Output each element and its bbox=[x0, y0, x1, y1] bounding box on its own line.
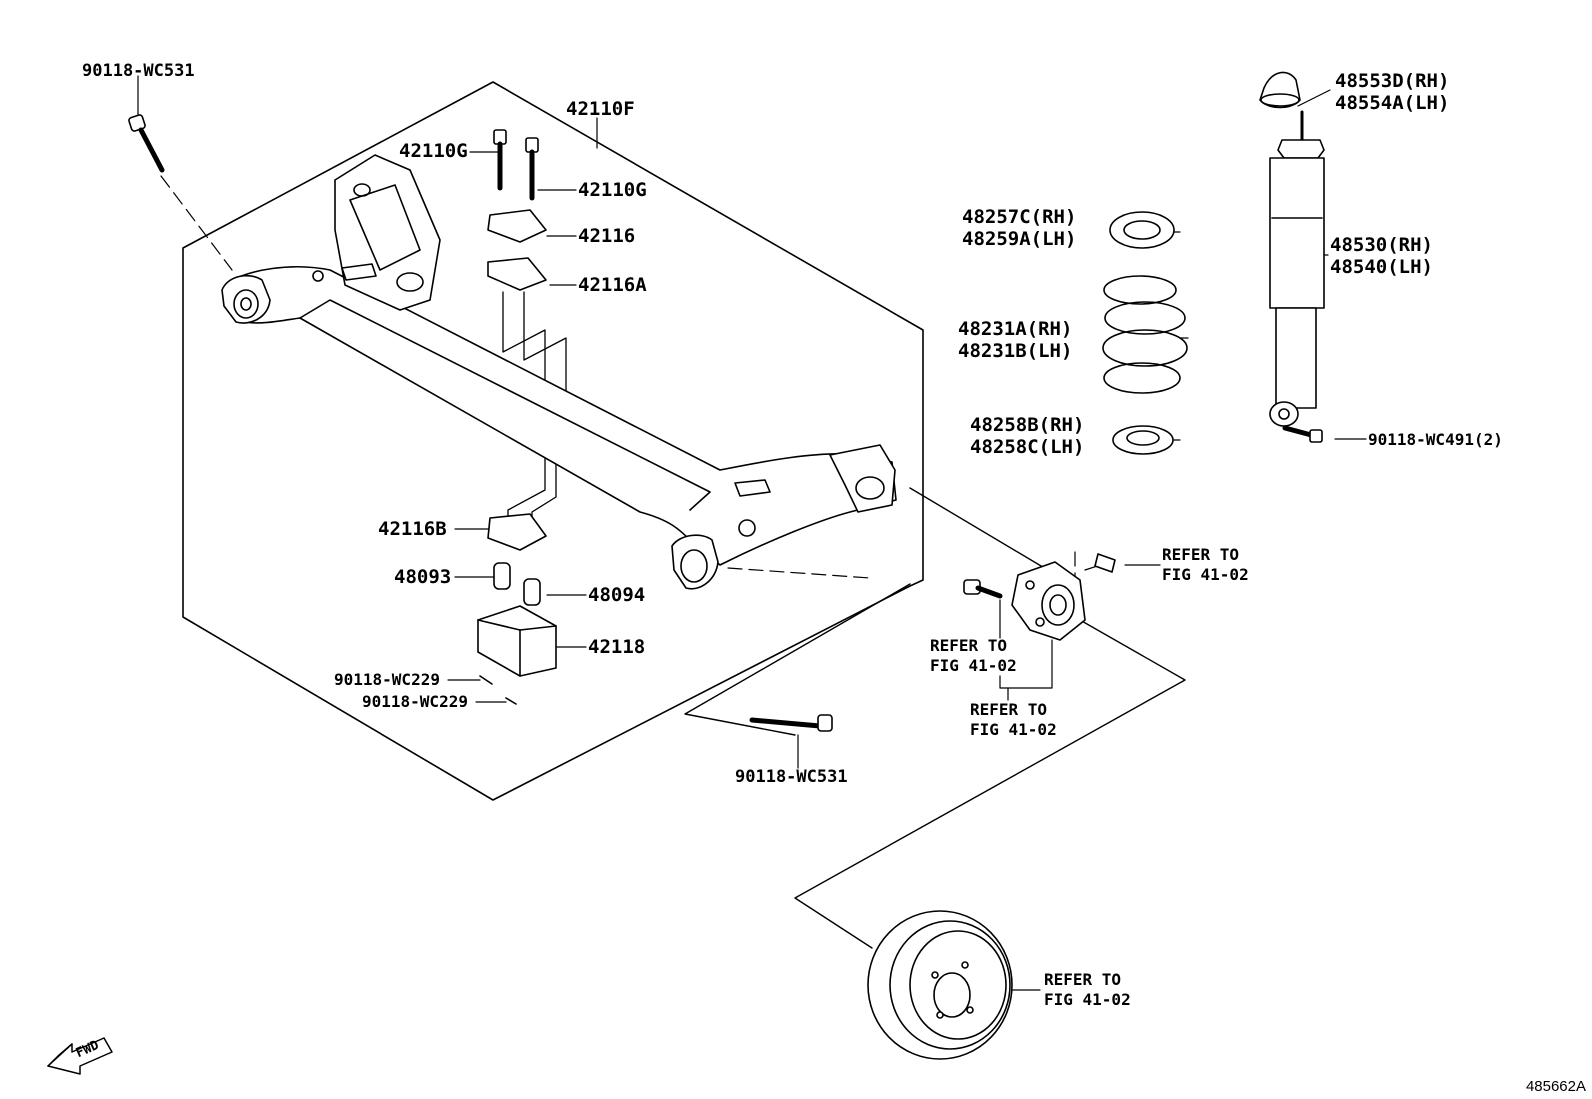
brake-drum bbox=[867, 910, 1013, 1060]
fwd-arrow-icon bbox=[47, 1037, 113, 1075]
figure-id: 485662A bbox=[1525, 1078, 1586, 1095]
label-spring: 48231A(RH) 48231B(LH) bbox=[958, 318, 1072, 362]
label-bump-stop: 48553D(RH) 48554A(LH) bbox=[1335, 70, 1449, 114]
label-plate-42116b: 42116B bbox=[378, 518, 447, 540]
label-shock: 48530(RH) 48540(LH) bbox=[1330, 234, 1433, 278]
label-screw-2: 90118-WC229 bbox=[362, 692, 468, 711]
label-plate-42116a: 42116A bbox=[578, 274, 647, 296]
label-shock-rh: 48530(RH) bbox=[1330, 234, 1433, 256]
label-bump-stop-lh: 48554A(LH) bbox=[1335, 92, 1450, 114]
bump-stop bbox=[1259, 71, 1301, 109]
label-beam: 42110F bbox=[566, 98, 635, 120]
label-upper-seat: 48257C(RH) 48259A(LH) bbox=[962, 206, 1076, 250]
shock-absorber bbox=[1269, 110, 1325, 427]
ref-hub-bolt: REFER TO FIG 41-02 bbox=[1162, 545, 1249, 584]
lower-spring-seat bbox=[1112, 425, 1174, 455]
hub-carrier bbox=[1011, 561, 1086, 641]
fasteners bbox=[128, 114, 1323, 732]
explode-frames bbox=[684, 487, 1186, 949]
assembly-frame bbox=[182, 81, 924, 801]
label-shock-lh: 48540(LH) bbox=[1330, 256, 1433, 278]
label-spring-lh: 48231B(LH) bbox=[958, 340, 1073, 362]
label-bolt-top-left: 90118-WC531 bbox=[82, 61, 195, 81]
ref-hub-left: REFER TO FIG 41-02 bbox=[930, 636, 1017, 675]
upper-spring-seat bbox=[1109, 211, 1175, 249]
label-plate-42116: 42116 bbox=[578, 225, 636, 247]
label-block-42118: 42118 bbox=[588, 636, 646, 658]
label-collar-48093: 48093 bbox=[394, 566, 452, 588]
label-spring-rh: 48231A(RH) bbox=[958, 318, 1073, 340]
label-bolt-g1: 42110G bbox=[399, 140, 468, 162]
label-bump-stop-rh: 48553D(RH) bbox=[1335, 70, 1450, 92]
label-bolt-g2: 42110G bbox=[578, 179, 647, 201]
label-lower-seat: 48258B(RH) 48258C(LH) bbox=[970, 414, 1084, 458]
label-shock-bolt: 90118-WC491(2) bbox=[1368, 430, 1503, 449]
leader-lines bbox=[137, 75, 1367, 991]
label-collar-48094: 48094 bbox=[588, 584, 646, 606]
ref-drum: REFER TO FIG 41-02 bbox=[1044, 970, 1131, 1009]
torsion-beam bbox=[221, 154, 897, 590]
coil-spring bbox=[1102, 275, 1188, 394]
label-lower-seat-rh: 48258B(RH) bbox=[970, 414, 1085, 436]
ref-hub-bottom: REFER TO FIG 41-02 bbox=[970, 700, 1057, 739]
label-lower-seat-lh: 48258C(LH) bbox=[970, 436, 1085, 458]
label-upper-seat-lh: 48259A(LH) bbox=[962, 228, 1077, 250]
label-screw-1: 90118-WC229 bbox=[334, 670, 440, 689]
label-upper-seat-rh: 48257C(RH) bbox=[962, 206, 1077, 228]
label-bolt-bottom: 90118-WC531 bbox=[735, 767, 848, 787]
